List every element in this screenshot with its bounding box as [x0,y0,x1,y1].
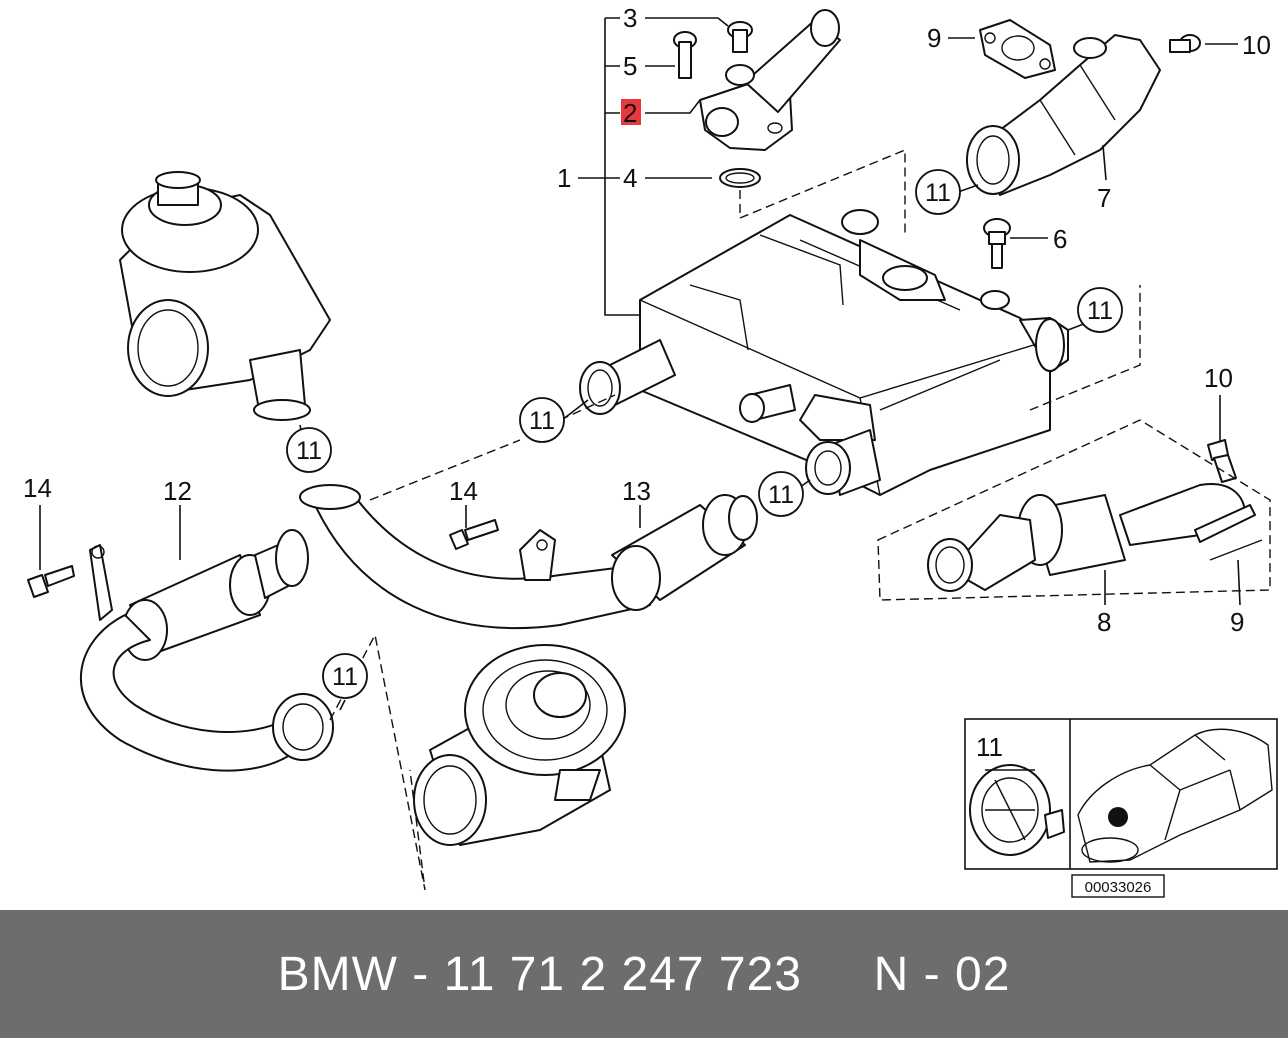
callout-9-right: 9 [1230,607,1244,637]
image-id-label: 00033026 [1071,874,1165,898]
svg-text:11: 11 [529,407,555,435]
svg-text:11: 11 [925,179,951,207]
sealing-ring-detail [969,764,1065,856]
callout-8: 8 [1097,607,1111,637]
part-number-text: BMW - 11 71 2 247 723 N - 02 [277,947,1011,1001]
bolt-part-14-left [27,565,75,598]
callout-3: 3 [623,3,637,33]
bracket-part-14 [519,529,556,581]
pipe-part-7 [966,34,1161,196]
cooler-lower-pipe [805,429,881,496]
inset-panel: 11 [964,718,1278,870]
gasket-part-9-top [979,19,1056,79]
center-pipe [299,484,651,629]
highlight-part-2 [621,99,641,125]
callout-10-right: 10 [1204,363,1233,393]
circle-callout-11-b: 11 [1077,287,1123,333]
guide-cooler-right [1029,285,1141,411]
svg-text:11: 11 [1087,297,1113,325]
leader-lines [39,17,1241,711]
egr-valve-upper [119,171,331,421]
car-location-icon [1077,728,1273,863]
sealing-ring-left [272,693,334,761]
svg-text:11: 11 [332,663,358,691]
cooler-right-pipe [1019,317,1069,373]
svg-text:11: 11 [296,437,322,465]
bolt-part-14-center [449,519,499,550]
guide-center-pipe [369,394,616,501]
screw-part-3 [727,21,753,53]
callout-5: 5 [623,51,637,81]
pipe-part-12 [80,529,309,772]
callout-10-top: 10 [1242,30,1271,60]
callout-4: 4 [623,163,637,193]
circle-callout-11-a: 11 [915,169,961,215]
o-ring-part-4 [719,168,761,188]
bolt-part-6 [983,218,1011,269]
svg-text:00033026: 00033026 [1085,879,1152,896]
callout-14-left: 14 [23,473,52,503]
callout-9-top: 9 [927,23,941,53]
location-marker [1108,807,1128,827]
callout-12: 12 [163,476,192,506]
screw-part-10-top [1169,34,1201,53]
callout-7: 7 [1097,183,1111,213]
guide-upper [739,148,906,235]
guide-right-box [877,419,1271,601]
inset-callout-11: 11 [976,732,1003,762]
exhaust-recirculation-diagram: 1 2 3 4 5 6 7 8 9 9 10 10 12 13 14 14 11… [23,3,1278,898]
callout-14-center: 14 [449,476,478,506]
callout-6: 6 [1053,224,1067,254]
heat-shield-part-13 [611,494,758,611]
cooler-small-spigot [739,384,796,423]
pipe-part-8 [927,483,1256,592]
callout-2: 2 [623,98,637,128]
circle-callout-11-d: 11 [286,427,332,473]
gasket-part-9-right [1209,539,1263,561]
circle-callout-11-e: 11 [758,471,804,517]
circle-callout-11-c: 11 [519,397,565,443]
egr-cooler [639,209,1051,496]
cooler-left-pipe [579,339,676,415]
bolt-part-5 [673,31,697,79]
thermostat-housing [699,9,841,151]
part-number-footer: BMW - 11 71 2 247 723 N - 02 [0,910,1288,1038]
callout-13: 13 [622,476,651,506]
egr-valve-lower [413,644,626,846]
circle-callout-11-f: 11 [322,653,368,699]
callout-1: 1 [557,163,571,193]
svg-text:11: 11 [768,481,794,509]
